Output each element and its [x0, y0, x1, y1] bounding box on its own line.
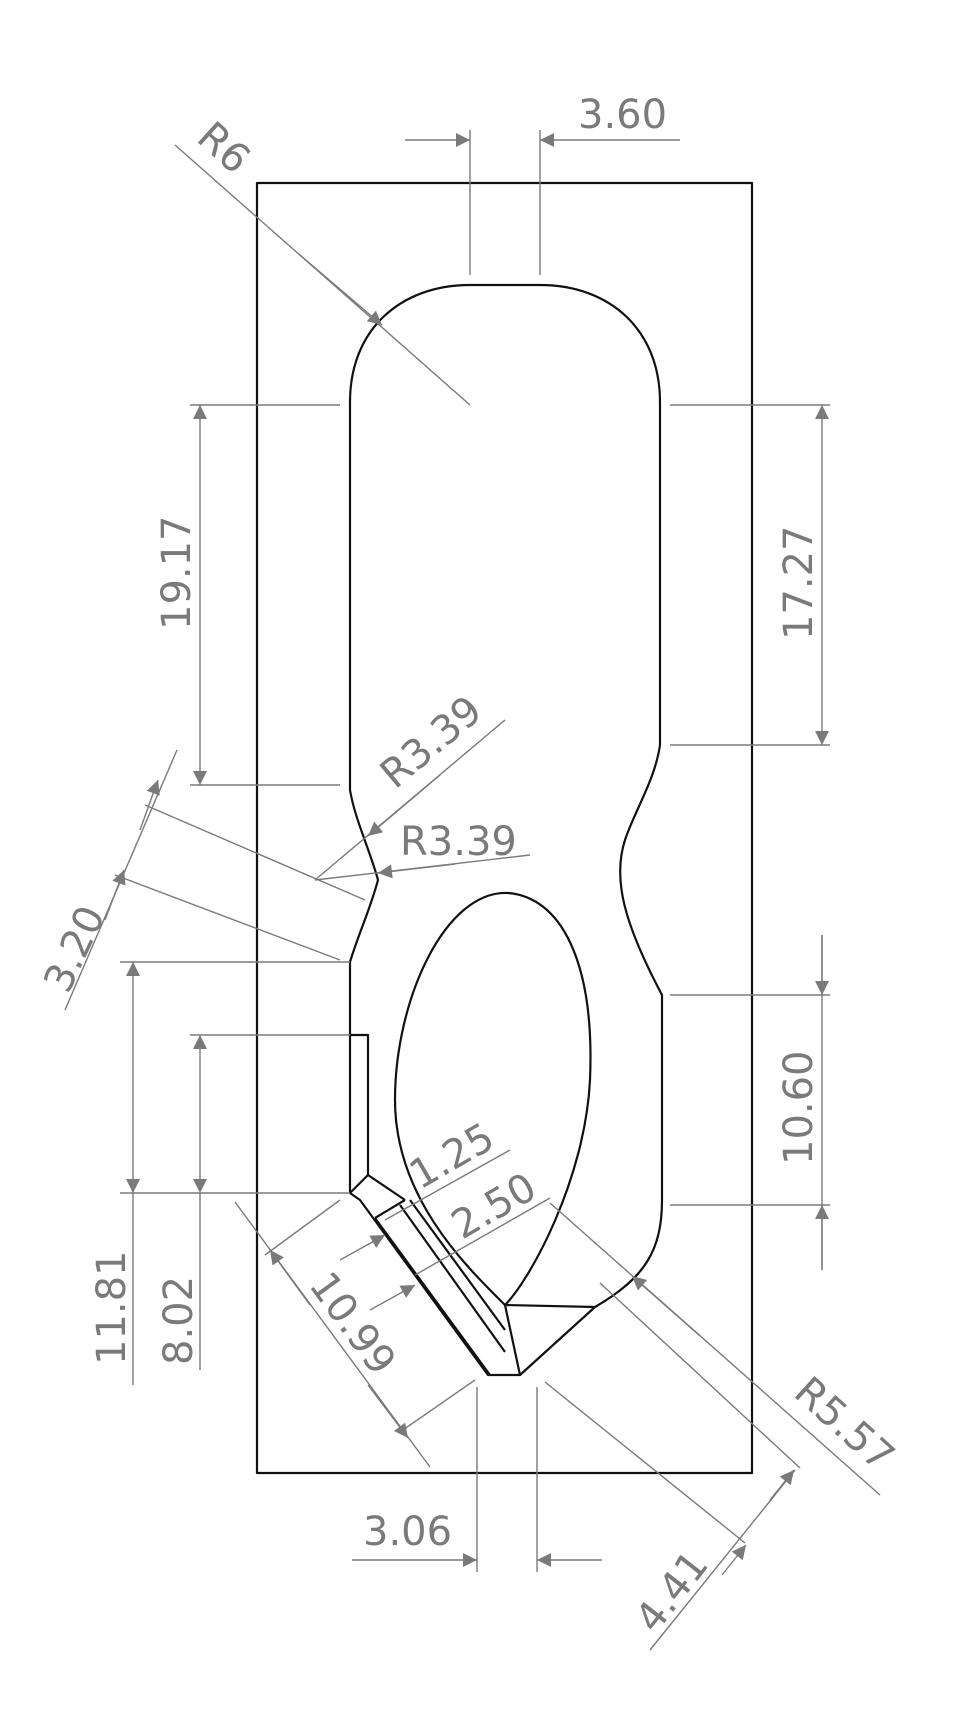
bottom-chamfer [503, 1303, 596, 1376]
label-left-angle: 3.20 [35, 899, 114, 999]
label-left-bottom-inner: 8.02 [156, 1276, 202, 1365]
outer-frame [255, 181, 754, 1475]
label-bottom-width: 3.06 [363, 1509, 452, 1555]
label-r339-lower: R3.39 [400, 819, 517, 865]
notch-lines [367, 1174, 506, 1376]
dim-right-upper: 17.27 [670, 404, 830, 746]
dim-r557: R5.57 [549, 1202, 903, 1496]
dim-left-bottom-inner: 8.02 [156, 1034, 350, 1370]
label-r6: R6 [188, 113, 258, 183]
dim-left-upper: 19.17 [154, 404, 340, 786]
dim-r339-lower: R3.39 [314, 819, 531, 881]
dim-right-lower: 10.60 [670, 935, 830, 1270]
inner-oval [393, 891, 592, 1307]
dim-top-width: 3.60 [405, 92, 680, 275]
label-top-width: 3.60 [578, 92, 667, 138]
label-bottom-angle: 4.41 [627, 1543, 718, 1642]
dim-left-bottom: 11.81 [89, 961, 350, 1385]
dim-bottom-angle: 4.41 [544, 1282, 801, 1651]
inner-slot [349, 1033, 370, 1194]
label-left-upper: 19.17 [154, 515, 200, 630]
cavity-outline [348, 283, 664, 1377]
label-right-upper: 17.27 [776, 525, 822, 640]
dim-r6: R6 [174, 113, 471, 406]
label-slot-length: 10.99 [300, 1264, 405, 1384]
label-left-bottom: 11.81 [89, 1250, 135, 1365]
label-right-lower: 10.60 [776, 1050, 822, 1165]
dim-bottom-width: 3.06 [352, 1387, 602, 1572]
